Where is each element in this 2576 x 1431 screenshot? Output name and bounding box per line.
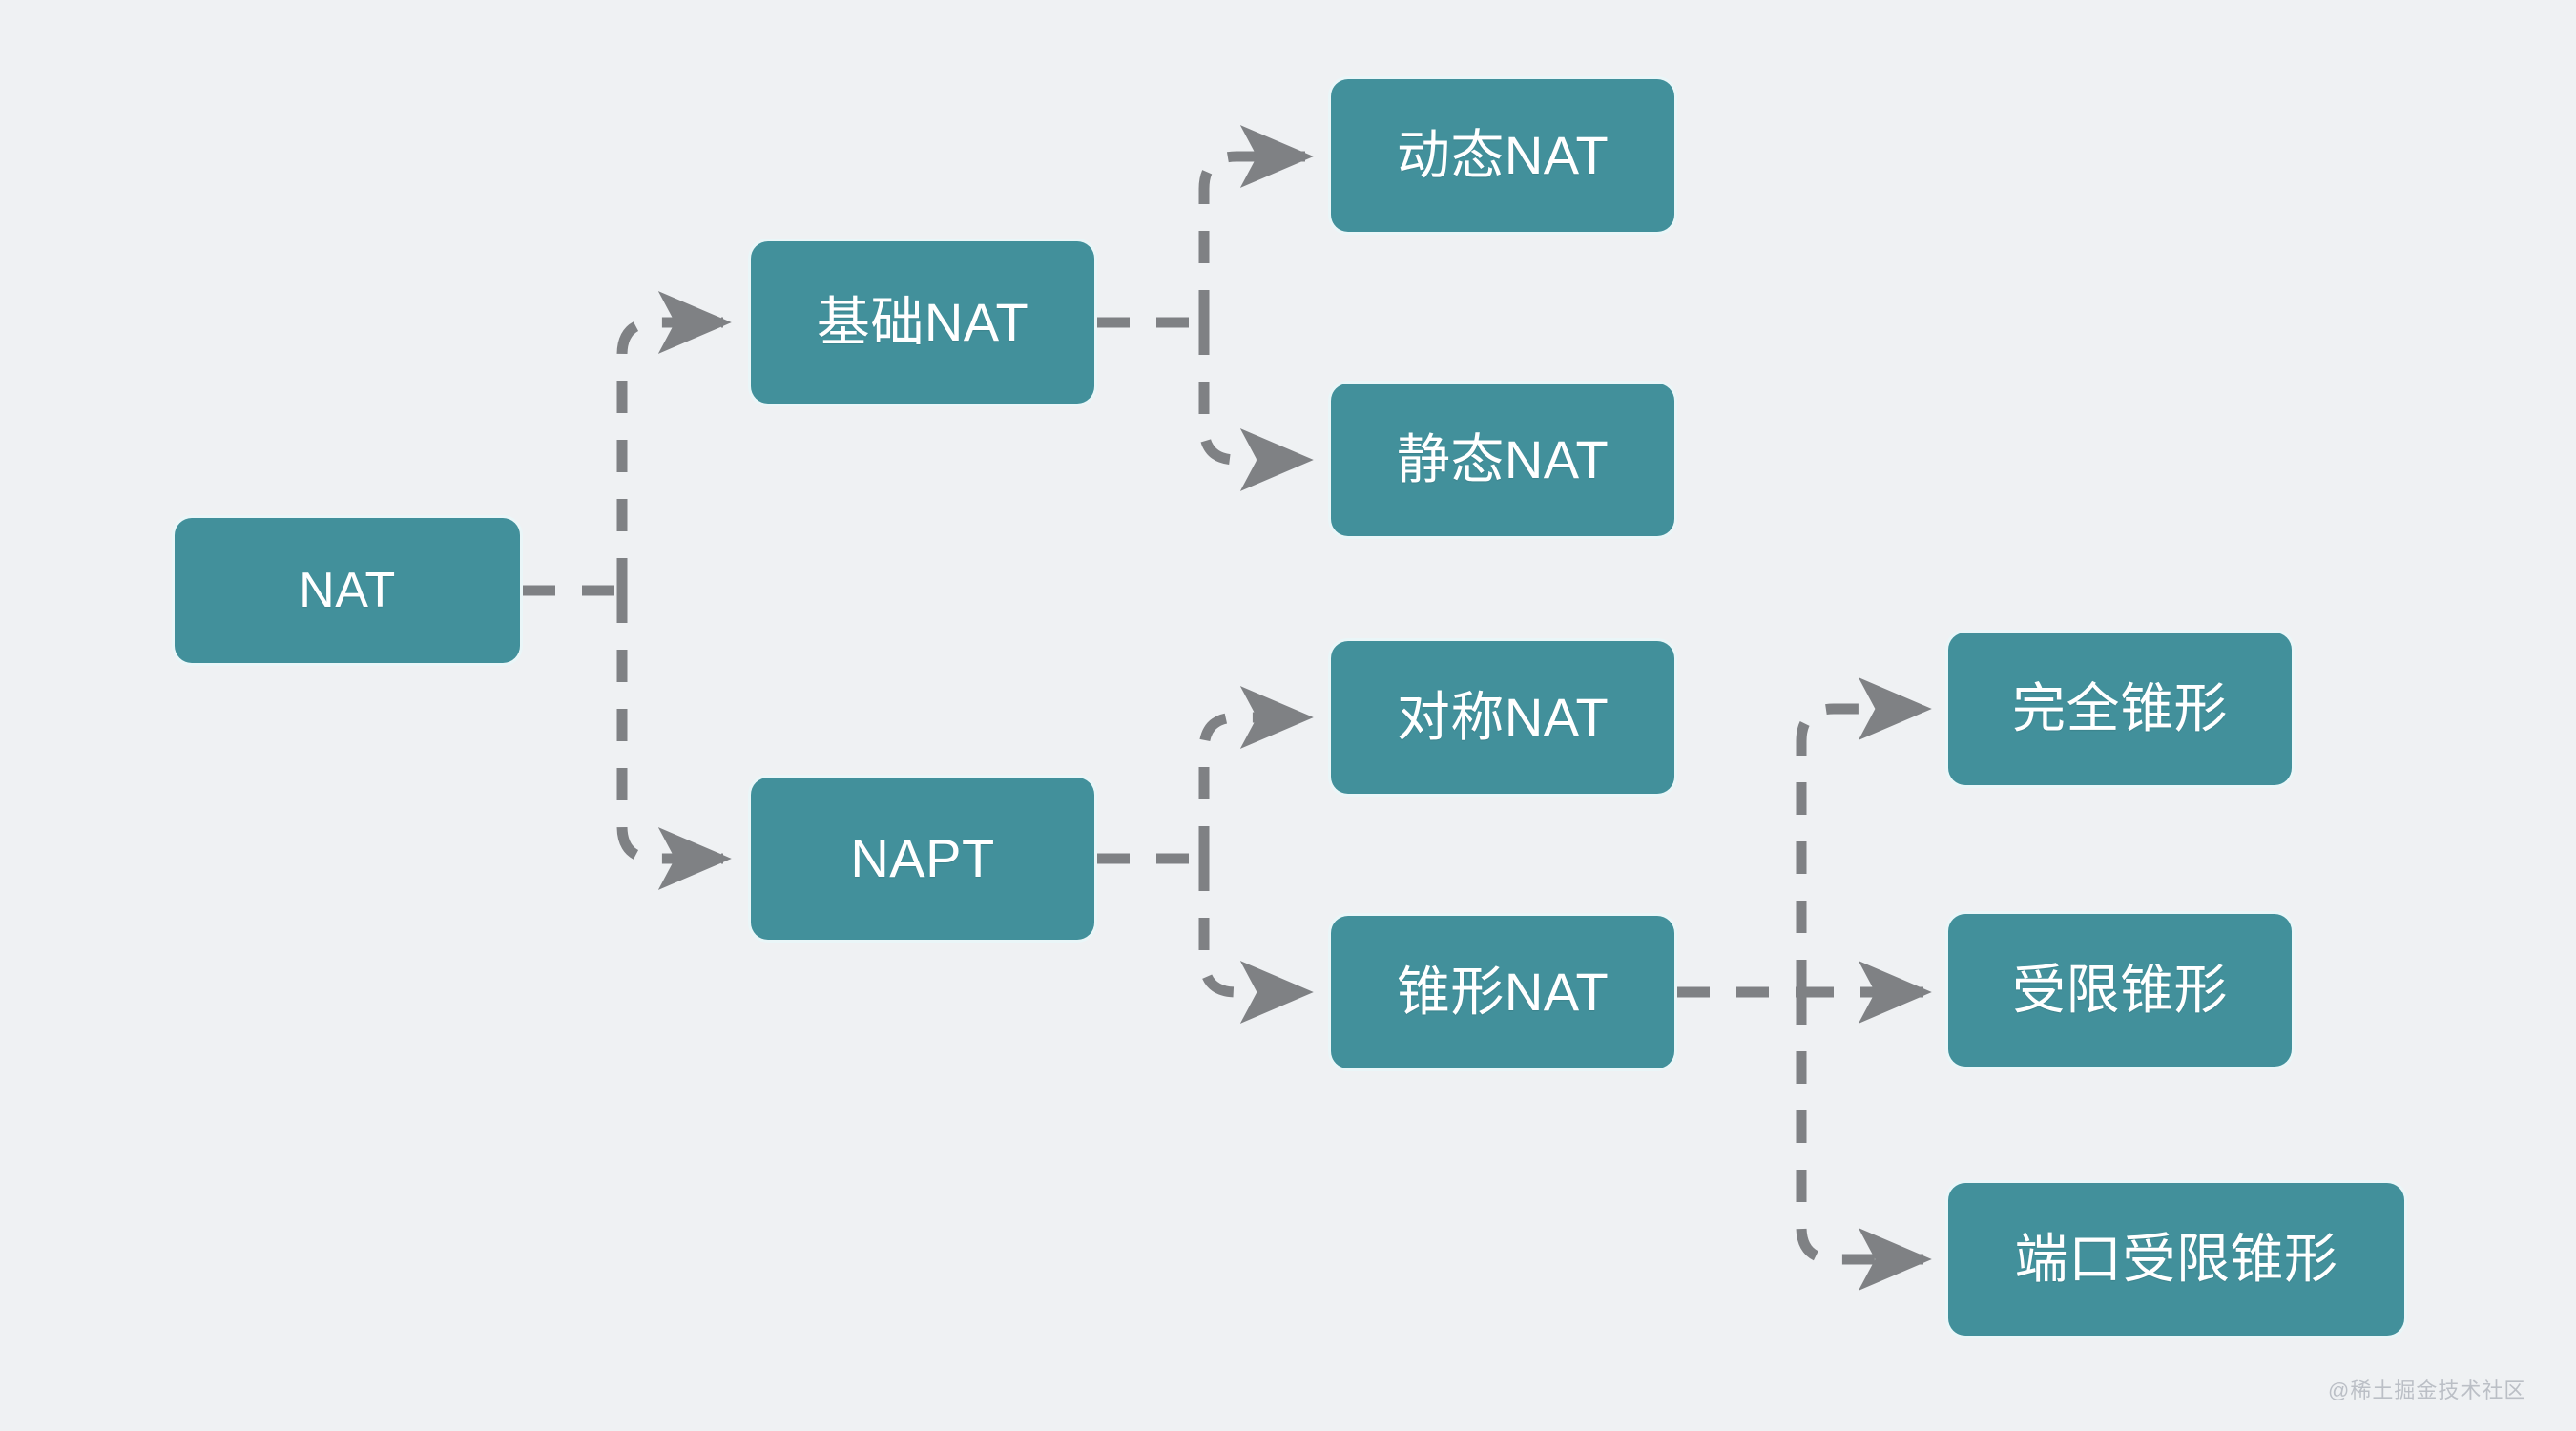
edge-cone-portrestricted (1796, 992, 1932, 1291)
node-restricted-cone-label: 受限锥形 (2012, 960, 2228, 1020)
node-static-nat-label: 静态NAT (1396, 429, 1610, 489)
node-nat[interactable]: NAT (175, 518, 520, 663)
edge-basic-dynamic (1198, 125, 1314, 322)
node-restricted-cone[interactable]: 受限锥形 (1948, 914, 2292, 1067)
node-basic-nat-label: 基础NAT (816, 292, 1029, 352)
node-cone-nat-label: 锥形NAT (1396, 962, 1610, 1022)
node-napt[interactable]: NAPT (751, 778, 1094, 940)
node-napt-label: NAPT (850, 828, 995, 888)
edge-napt-cone (1198, 859, 1314, 1024)
node-basic-nat[interactable]: 基础NAT (751, 241, 1094, 404)
node-symmetric-nat[interactable]: 对称NAT (1331, 641, 1674, 794)
edge-basic-static (1198, 322, 1314, 491)
edge-napt-symmetric (1198, 686, 1314, 859)
node-nat-label: NAT (299, 563, 396, 618)
node-symmetric-nat-label: 对称NAT (1396, 687, 1610, 747)
node-full-cone-label: 完全锥形 (2012, 678, 2228, 738)
edge-nat-basic (616, 291, 732, 591)
edge-nat-napt (616, 591, 732, 890)
edge-cone-full (1796, 677, 1932, 992)
node-port-restricted-cone[interactable]: 端口受限锥形 (1948, 1183, 2404, 1336)
node-static-nat[interactable]: 静态NAT (1331, 384, 1674, 536)
node-full-cone[interactable]: 完全锥形 (1948, 633, 2292, 785)
node-cone-nat[interactable]: 锥形NAT (1331, 916, 1674, 1068)
node-dynamic-nat[interactable]: 动态NAT (1331, 79, 1674, 232)
watermark: @稀土掘金技术社区 (2328, 1379, 2526, 1402)
node-port-restricted-cone-label: 端口受限锥形 (2014, 1229, 2338, 1289)
node-dynamic-nat-label: 动态NAT (1396, 125, 1610, 185)
